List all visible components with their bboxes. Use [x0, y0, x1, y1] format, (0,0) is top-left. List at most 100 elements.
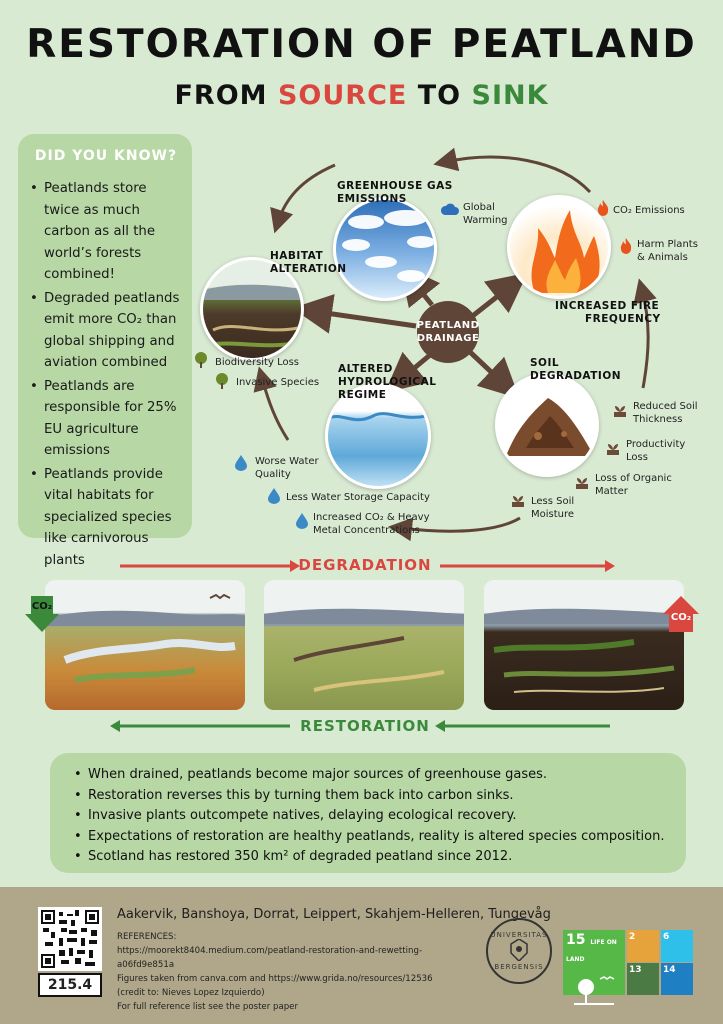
hydro-label-line: HYDROLOGICAL [338, 376, 437, 388]
tree-icon [195, 352, 207, 368]
fire-image [507, 195, 611, 299]
poster-subtitle: FROM SOURCE TO SINK [0, 80, 723, 111]
subtitle-to: TO [407, 80, 472, 111]
facts-list: When drained, peatlands become major sou… [74, 765, 670, 868]
poster-title: RESTORATION OF PEATLAND [26, 22, 697, 67]
habitat-image [200, 257, 304, 361]
center-line: DRAINAGE [416, 333, 480, 344]
qr-code[interactable] [38, 907, 102, 971]
soil-thickness-note: Reduced Soil Thickness [633, 400, 698, 426]
subtitle-sink: SINK [471, 80, 549, 111]
restoration-label: RESTORATION [300, 717, 430, 735]
fire-label-line: INCREASED FIRE [555, 300, 660, 312]
references: REFERENCES: https://moorekt8404.medium.c… [117, 930, 477, 1014]
co2-down-arrow-icon [25, 596, 59, 632]
arrow-soil-to-hydro [388, 516, 521, 542]
invasive-species-note: Invasive Species [236, 377, 320, 388]
soil-thickness-line: Reduced Soil [633, 401, 698, 412]
did-you-know-panel: DID YOU KNOW? Peatlands store twice as m… [18, 134, 192, 568]
co2-up-label: CO₂ [670, 612, 692, 623]
fact-item: Scotland has restored 350 km² of degrade… [74, 847, 670, 868]
global-warming-note: Global Warming [463, 201, 508, 227]
greenhouse-label-line: GREENHOUSE GAS [337, 180, 453, 192]
global-warming-line: Warming [463, 215, 508, 226]
tree-birds-icon [574, 976, 615, 1005]
fact-item: Expectations of restoration are healthy … [74, 827, 670, 848]
did-you-know-item: Peatlands store twice as much carbon as … [30, 178, 182, 286]
habitat-label-line: HABITAT [270, 250, 324, 262]
organic-matter-note: Loss of Organic Matter [595, 472, 672, 498]
reference-link[interactable]: https://moorekt8404.medium.com/peatland-… [117, 946, 423, 970]
soil-thickness-line: Thickness [633, 414, 683, 425]
cloud-graphic [342, 210, 434, 282]
water-drop-icon [268, 488, 280, 504]
university-seal: UNIVERSITAS BERGENSIS [486, 918, 552, 984]
seal-text: BERGENSIS [494, 963, 544, 971]
habitat-label: HABITAT ALTERATION [270, 250, 347, 276]
worse-water-line: Worse Water [255, 456, 319, 467]
did-you-know-item: Degraded peatlands emit more CO₂ than gl… [30, 288, 182, 374]
did-you-know-heading: DID YOU KNOW? [34, 148, 178, 164]
arrow-to-fire [468, 272, 528, 320]
co2-down-badge: CO₂ [25, 596, 59, 632]
cloud-icon [441, 203, 459, 215]
sprout-icon [607, 444, 619, 455]
subtitle-source: SOURCE [277, 80, 408, 111]
reference-item: For full reference list see the poster p… [117, 1002, 298, 1012]
degradation-arrows [120, 560, 615, 572]
references-heading: REFERENCES: [117, 932, 177, 942]
arrow-hydro-to-habitat [253, 366, 290, 441]
flame-graphic [531, 210, 600, 293]
sprout-icon [512, 496, 524, 507]
water-drop-icon [296, 513, 308, 529]
fire-icon [620, 238, 632, 254]
facts-panel: When drained, peatlands become major sou… [50, 753, 686, 873]
fact-item: Invasive plants outcompete natives, dela… [74, 806, 670, 827]
reference-item: Figures taken from canva.com and https:/… [117, 974, 433, 984]
soil-label-line: DEGRADATION [530, 370, 622, 382]
water-storage-note: Less Water Storage Capacity [286, 492, 430, 503]
arrow-fire-to-greenhouse [433, 147, 592, 194]
productivity-loss-line: Loss [626, 452, 648, 463]
arrow-to-habitat [292, 294, 417, 334]
greenhouse-label: GREENHOUSE GAS EMISSIONS [337, 180, 453, 206]
sprout-icon [614, 406, 626, 417]
did-you-know-item: Peatlands are responsible for 25% EU agr… [30, 376, 182, 462]
seal-text: UNIVERSITAS [490, 931, 548, 939]
co2-up-arrow-icon [663, 596, 699, 632]
soil-moisture-note: Less Soil Moisture [531, 495, 574, 521]
arrow-soil-to-fire [633, 278, 657, 389]
fire-label: INCREASED FIRE FREQUENCY [555, 300, 661, 326]
authors: Aakervik, Banshoya, Dorrat, Leippert, Sk… [117, 907, 551, 922]
heavy-metal-line: Metal Concentrations [313, 525, 420, 536]
productivity-loss-line: Productivity [626, 439, 686, 450]
did-you-know-list: Peatlands store twice as much carbon as … [30, 178, 182, 571]
soil-moisture-line: Moisture [531, 509, 575, 520]
co2-down-label: CO₂ [31, 601, 53, 612]
center-line: PEATLAND [416, 320, 480, 331]
did-you-know-item: Peatlands provide vital habitats for spe… [30, 464, 182, 572]
harm-plants-note: Harm Plants & Animals [637, 238, 698, 264]
sdg-icons: 15 LIFE ON LAND 2 6 13 14 [563, 930, 693, 1005]
heavy-metal-line: Increased CO₂ & Heavy [313, 512, 430, 523]
fire-label-line: FREQUENCY [585, 313, 661, 325]
sdg-15-tile: 15 LIFE ON LAND [563, 930, 625, 1005]
water-image [325, 383, 431, 489]
hydro-label: ALTERED HYDROLOGICAL REGIME [338, 363, 436, 402]
sdg-15-label: LIFE ON LAND [566, 939, 617, 963]
worse-water-note: Worse Water Quality [255, 455, 319, 481]
diagram-arrows [253, 147, 657, 542]
harm-plants-line: & Animals [637, 252, 688, 263]
soil-moisture-line: Less Soil [531, 496, 575, 507]
sdg-2-tile: 2 [627, 930, 659, 962]
degraded-scene-graphic [484, 608, 684, 693]
water-drop-icon [235, 455, 247, 471]
seal-emblem-icon [510, 938, 528, 963]
biodiversity-loss-note: Biodiversity Loss [215, 357, 300, 368]
subtitle-from: FROM [174, 80, 278, 111]
fact-item: Restoration reverses this by turning the… [74, 786, 670, 807]
fact-item: When drained, peatlands become major sou… [74, 765, 670, 786]
healthy-peatland-scene [45, 580, 245, 710]
wave-graphic [328, 412, 428, 422]
sdg-14-tile: 14 [661, 963, 693, 995]
